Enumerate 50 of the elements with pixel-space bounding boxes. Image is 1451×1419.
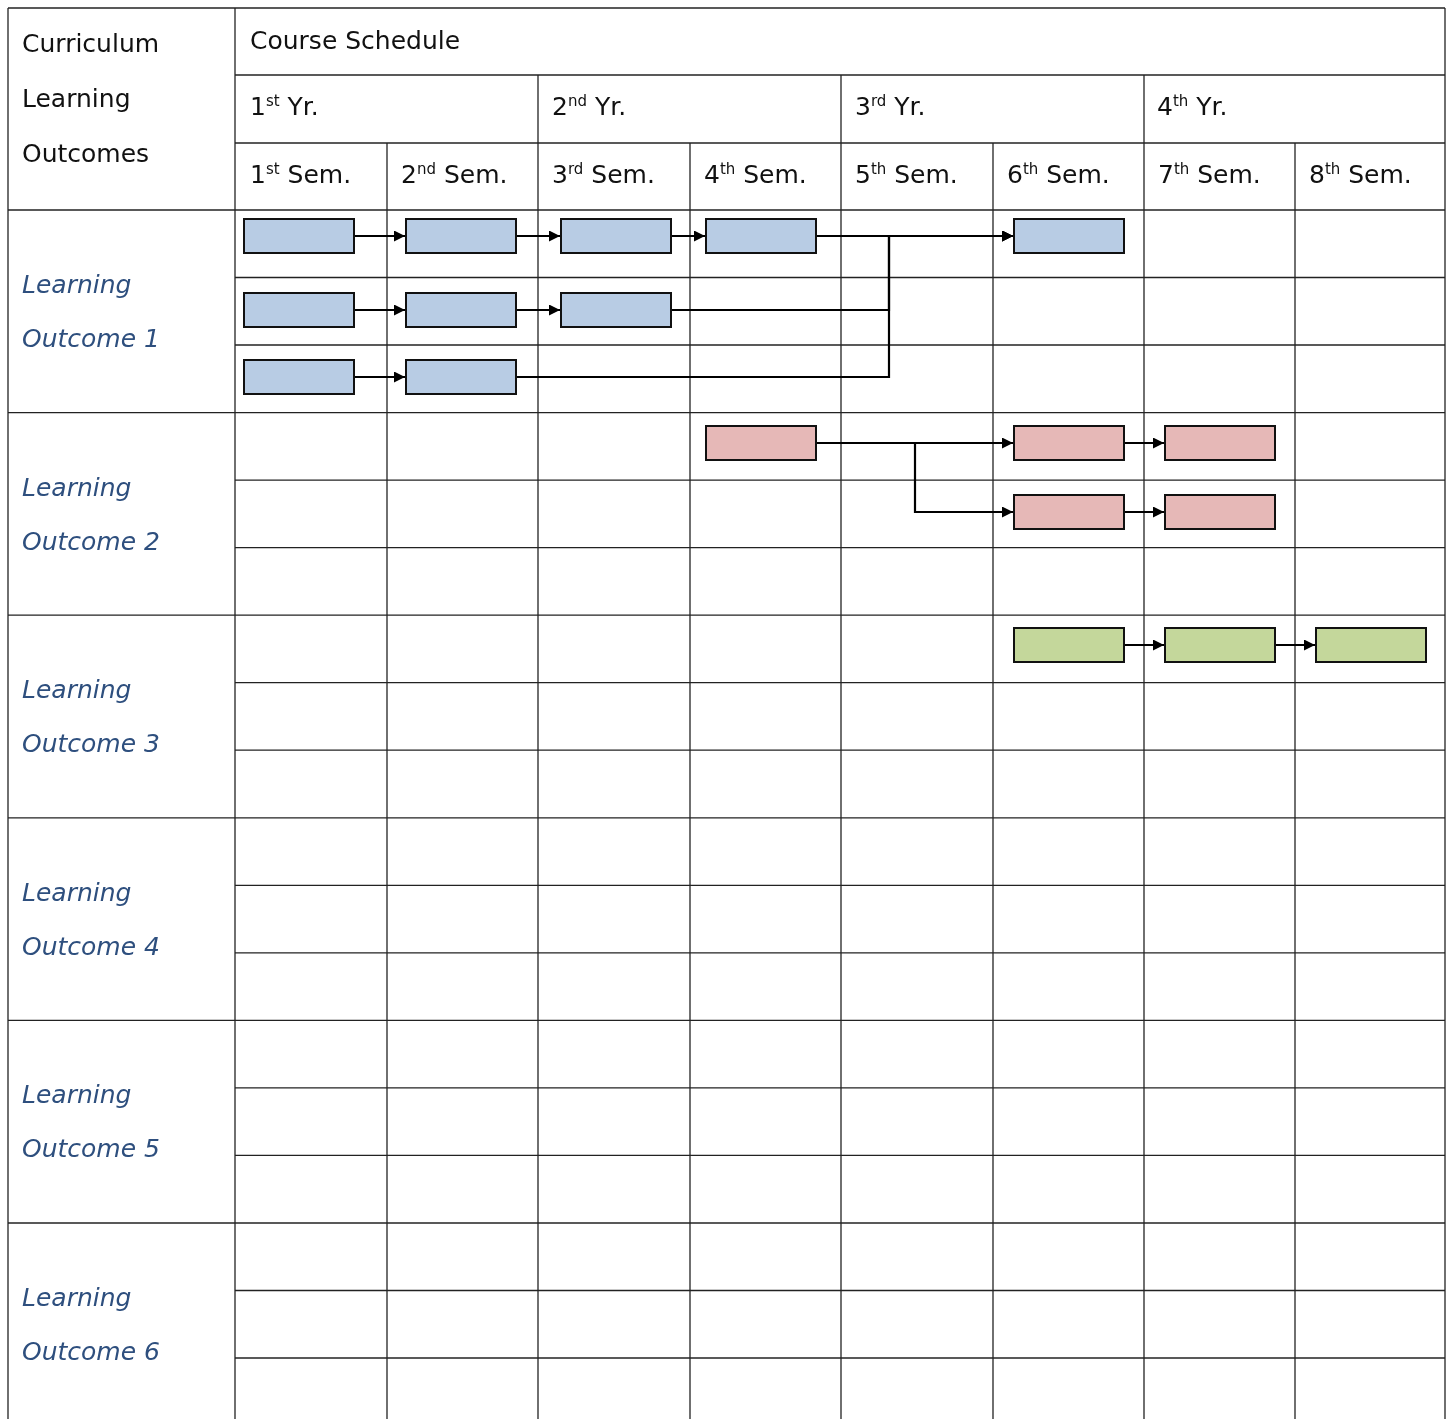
row-header: Learning Outcome 2 <box>22 471 161 558</box>
row-header: Learning Outcome 4 <box>22 876 161 963</box>
arrow <box>817 441 1013 518</box>
semester-header: 5$^{th}$ Sem. <box>855 158 958 191</box>
course-box <box>1013 218 1125 254</box>
semester-header: 4$^{th}$ Sem. <box>704 158 807 191</box>
course-box <box>405 218 517 254</box>
course-box <box>1164 494 1276 530</box>
course-box <box>405 359 517 395</box>
arrow <box>1125 639 1164 651</box>
semester-header: 2$^{nd}$ Sem. <box>401 158 508 191</box>
semester-header: 8$^{th}$ Sem. <box>1309 158 1412 191</box>
course-box <box>243 359 355 395</box>
arrow <box>517 304 560 316</box>
column-header: Course Schedule <box>250 25 461 57</box>
course-box <box>1164 425 1276 461</box>
year-header: 4$^{th}$ Yr. <box>1157 90 1228 123</box>
year-header: 1$^{st}$ Yr. <box>250 90 319 123</box>
year-header: 2$^{nd}$ Yr. <box>552 90 627 123</box>
arrow <box>355 304 405 316</box>
arrow <box>1125 506 1164 518</box>
semester-header: 1$^{st}$ Sem. <box>250 158 352 191</box>
semester-header: 6$^{th}$ Sem. <box>1007 158 1110 191</box>
row-header: Learning Outcome 6 <box>22 1282 161 1368</box>
course-box <box>1164 627 1276 663</box>
arrow <box>517 230 1013 379</box>
course-box <box>560 292 672 328</box>
semester-header: 7$^{th}$ Sem. <box>1158 158 1261 191</box>
course-box <box>1013 425 1125 461</box>
row-header: Learning Outcome 1 <box>22 269 161 355</box>
semester-header: 3$^{rd}$ Sem. <box>552 158 655 191</box>
arrow <box>517 230 560 242</box>
row-header: Learning Outcome 5 <box>22 1079 161 1166</box>
row-header: Learning Outcome 3 <box>22 674 161 761</box>
course-box <box>560 218 672 254</box>
year-header: 3$^{rd}$ Yr. <box>855 90 926 123</box>
course-box <box>705 218 817 254</box>
course-box <box>705 425 817 461</box>
arrow <box>1125 437 1164 449</box>
arrow <box>355 371 405 383</box>
arrow <box>672 230 705 242</box>
course-box <box>243 218 355 254</box>
arrow <box>355 230 405 242</box>
column-header: Curriculum Learning Outcomes <box>22 28 161 170</box>
course-box <box>1013 627 1125 663</box>
course-box <box>405 292 517 328</box>
arrow <box>1276 639 1315 651</box>
course-box <box>1315 627 1427 663</box>
course-box <box>1013 494 1125 530</box>
course-box <box>243 292 355 328</box>
